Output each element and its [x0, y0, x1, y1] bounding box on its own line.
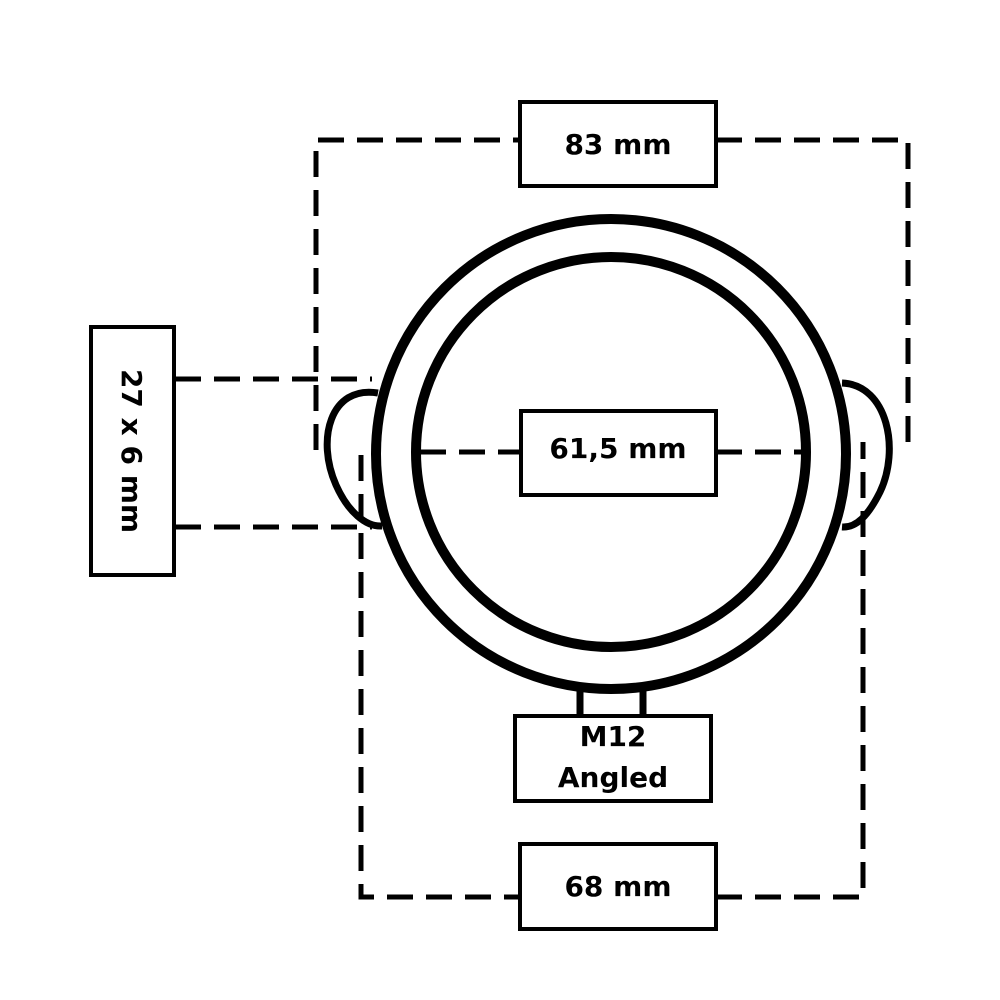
- top-dimension-line: [313, 137, 911, 450]
- outer-ring: [371, 214, 851, 694]
- bottom-width-label: 68 mm: [564, 870, 671, 903]
- side-tab-label: 27 x 6 mm: [115, 369, 148, 533]
- left-mounting-tab: [323, 388, 383, 530]
- top-width-label-box: 83 mm: [518, 100, 718, 188]
- connector-label-line2: Angled: [558, 761, 668, 794]
- inner-ring: [411, 252, 811, 652]
- connector-label-box: M12 Angled: [513, 714, 713, 803]
- right-mounting-tab: [841, 379, 893, 531]
- bottom-dimension-line: [358, 442, 866, 900]
- top-width-label: 83 mm: [564, 128, 671, 161]
- connector-label-line1: M12: [580, 720, 647, 753]
- inner-diameter-label: 61,5 mm: [549, 432, 686, 465]
- bottom-width-label-box: 68 mm: [518, 842, 718, 931]
- inner-diameter-label-box: 61,5 mm: [519, 409, 718, 497]
- side-tab-label-box: 27 x 6 mm: [89, 325, 176, 577]
